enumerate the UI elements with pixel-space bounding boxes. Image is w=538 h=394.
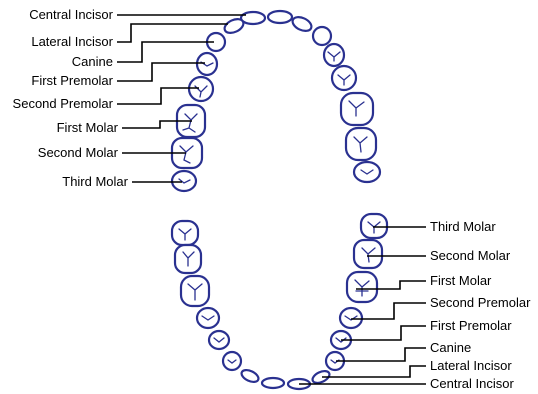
upper-left-third-molar-tooth [352,160,382,184]
label-upper-first-premolar: First Premolar [31,73,113,88]
lower-labels: Third Molar Second Molar First Molar Sec… [430,219,531,391]
lower-right-central-incisor-tooth [260,376,286,390]
leader-line-upper-canine [117,41,214,63]
lower-left-lateral-incisor-tooth [311,369,331,385]
lower-right-lateral-incisor-tooth [240,368,260,384]
upper-left-central-incisor-tooth [266,9,294,25]
label-lower-lateral-incisor: Lateral Incisor [430,358,512,373]
leader-line-upper-first-premolar [117,62,205,82]
lower-left-first-molar-tooth [345,270,379,304]
label-upper-canine: Canine [72,54,113,69]
lower-arch [170,212,389,391]
leader-line-lower-first-premolar [341,325,426,341]
lower-leader-lines [299,226,426,385]
leader-line-upper-second-premolar [117,87,199,105]
lower-left-second-premolar-tooth [338,306,364,330]
leader-line-upper-first-molar [122,120,192,129]
label-lower-first-premolar: First Premolar [430,318,512,333]
label-upper-central-incisor: Central Incisor [29,7,113,22]
upper-right-third-molar-tooth [170,169,198,193]
label-upper-second-premolar: Second Premolar [13,96,114,111]
upper-left-canine-tooth [311,25,333,47]
label-lower-canine: Canine [430,340,471,355]
label-upper-first-molar: First Molar [57,120,119,135]
upper-right-central-incisor-tooth [239,10,267,26]
label-lower-central-incisor: Central Incisor [430,376,514,391]
lower-left-third-molar-tooth [359,212,389,240]
upper-right-second-premolar-tooth [187,75,215,103]
upper-right-first-premolar-tooth [195,51,219,77]
label-lower-third-molar: Third Molar [430,219,496,234]
upper-left-lateral-incisor-tooth [291,16,313,32]
label-upper-third-molar: Third Molar [62,174,128,189]
upper-right-lateral-incisor-tooth [223,18,245,34]
lower-right-canine-tooth [221,350,243,372]
upper-labels: Central Incisor Lateral Incisor Canine F… [13,7,129,189]
label-lower-second-molar: Second Molar [430,248,511,263]
lower-right-first-premolar-tooth [207,329,231,351]
leader-line-lower-second-premolar [351,302,426,320]
upper-left-second-premolar-tooth [330,64,358,92]
upper-arch [170,9,382,193]
upper-left-first-molar-tooth [339,91,375,127]
leader-line-upper-lateral-incisor [117,23,228,43]
label-upper-second-molar: Second Molar [38,145,119,160]
label-upper-lateral-incisor: Lateral Incisor [31,34,113,49]
lower-right-first-molar-tooth [179,274,211,308]
lower-right-second-molar-tooth [173,243,203,275]
leader-line-lower-canine [336,347,426,362]
upper-right-second-molar-tooth [170,136,204,170]
label-lower-second-premolar: Second Premolar [430,295,531,310]
lower-right-second-premolar-tooth [195,306,221,330]
upper-leader-lines [117,14,246,183]
label-lower-first-molar: First Molar [430,273,492,288]
upper-left-second-molar-tooth [344,126,378,162]
lower-right-third-molar-tooth [170,219,200,247]
leader-line-lower-first-molar [356,280,426,290]
lower-left-second-molar-tooth [352,238,384,270]
leader-line-lower-lateral-incisor [322,365,426,378]
upper-left-first-premolar-tooth [322,42,346,68]
